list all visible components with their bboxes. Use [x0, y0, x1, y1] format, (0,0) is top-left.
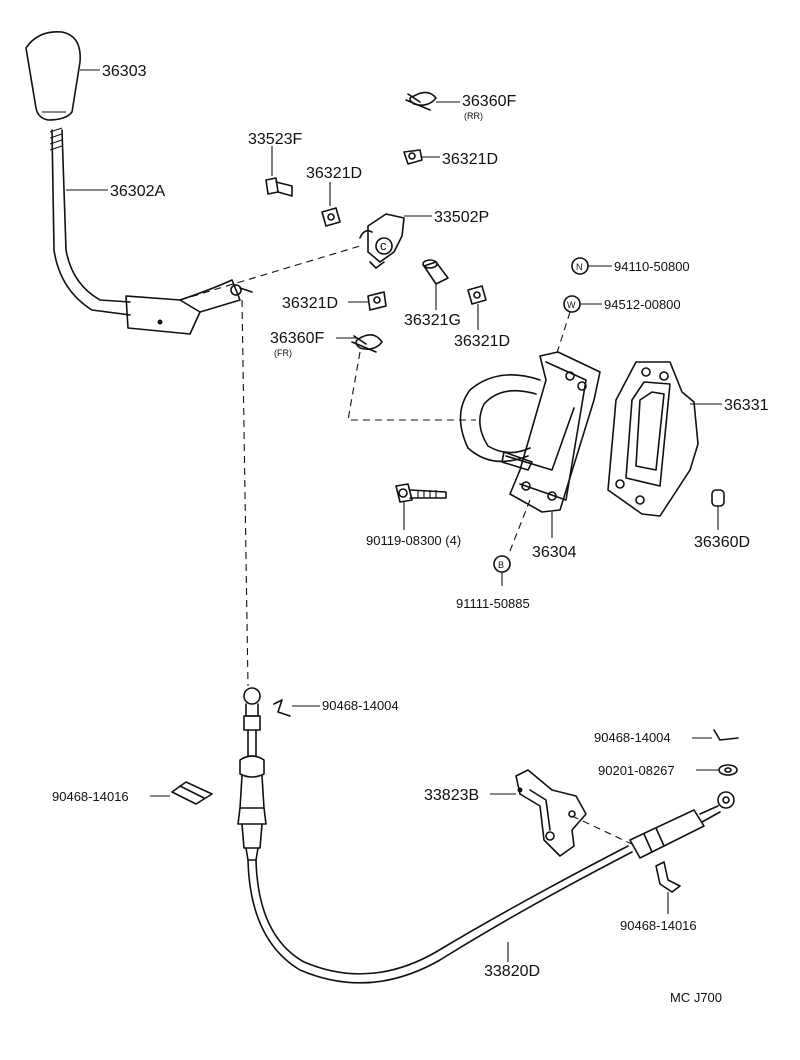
- assembly-line-cable-bracket: [571, 815, 637, 847]
- label-bolt-side: 90119-08300 (4): [366, 533, 461, 548]
- nut-badge-letter: N: [576, 262, 583, 272]
- label-bushing-a: 36321D: [442, 151, 498, 168]
- assembly-line-spring-bracket: [347, 351, 476, 421]
- label-clip-left: 90468-14016: [52, 789, 129, 804]
- bushing-a: [403, 149, 423, 165]
- washer-right: [718, 764, 738, 776]
- note-spring-rr: (RR): [464, 111, 483, 121]
- label-lever: 36302A: [110, 183, 165, 200]
- bushing-b: [321, 207, 341, 227]
- shift-lever: [49, 127, 253, 335]
- assembly-line-washer: [555, 311, 571, 357]
- diagram-watermark: MC J700: [670, 990, 722, 1005]
- spring-fr: [351, 334, 383, 353]
- bushing-d: [367, 291, 387, 311]
- svg-text:c: c: [380, 238, 387, 253]
- label-bushing-c: 36321D: [454, 333, 510, 350]
- clip-top: [273, 699, 291, 717]
- bolt-top: [265, 177, 293, 197]
- label-clip-right-bottom: 90468-14016: [620, 918, 697, 933]
- label-spring-rr: 36360F: [462, 93, 516, 110]
- pin: [422, 259, 449, 285]
- cable-end-right: [629, 791, 735, 859]
- label-retainer: 33502P: [434, 209, 489, 226]
- label-clip-right-top: 90468-14004: [594, 730, 671, 745]
- shift-knob: [25, 31, 81, 121]
- clip-right-top: [713, 729, 739, 741]
- label-spring-fr: 36360F: [270, 330, 324, 347]
- shift-housing: [607, 361, 699, 517]
- label-cable-bracket: 33823B: [424, 787, 479, 804]
- label-washer: 94512-00800: [604, 297, 681, 312]
- shift-bracket: [459, 351, 601, 513]
- retainer: c: [359, 213, 405, 269]
- label-housing: 36331: [724, 397, 769, 414]
- assembly-line-lever-retainer: [179, 245, 361, 301]
- label-clip-top: 90468-14004: [322, 698, 399, 713]
- control-cable: [247, 845, 633, 984]
- cap: [711, 489, 725, 507]
- note-spring-fr: (FR): [274, 348, 292, 358]
- bolt-side: [395, 483, 447, 503]
- label-bolt-b: 91111-50885: [456, 596, 530, 611]
- label-bushing-b: 36321D: [306, 165, 362, 182]
- assembly-line-lever-cable: [241, 299, 249, 687]
- bolt-badge-letter: B: [498, 560, 504, 570]
- washer-badge-letter: W: [567, 300, 576, 310]
- label-bolt-top: 33523F: [248, 131, 302, 148]
- label-bushing-d: 36321D: [282, 295, 338, 312]
- clip-left: [171, 781, 213, 805]
- label-washer-right: 90201-08267: [598, 763, 675, 778]
- label-bracket: 36304: [532, 544, 577, 561]
- label-knob: 36303: [102, 63, 147, 80]
- bushing-c: [467, 285, 487, 305]
- label-pin: 36321G: [404, 312, 461, 329]
- label-cap: 36360D: [694, 534, 750, 551]
- assembly-line-bolt: [507, 499, 531, 557]
- clip-right-bottom: [655, 861, 681, 893]
- cable-bracket: [515, 769, 587, 857]
- label-cable: 33820D: [484, 963, 540, 980]
- label-nut: 94110-50800: [614, 259, 690, 274]
- spring-rr: [405, 91, 437, 111]
- cable-end-left: [237, 687, 267, 861]
